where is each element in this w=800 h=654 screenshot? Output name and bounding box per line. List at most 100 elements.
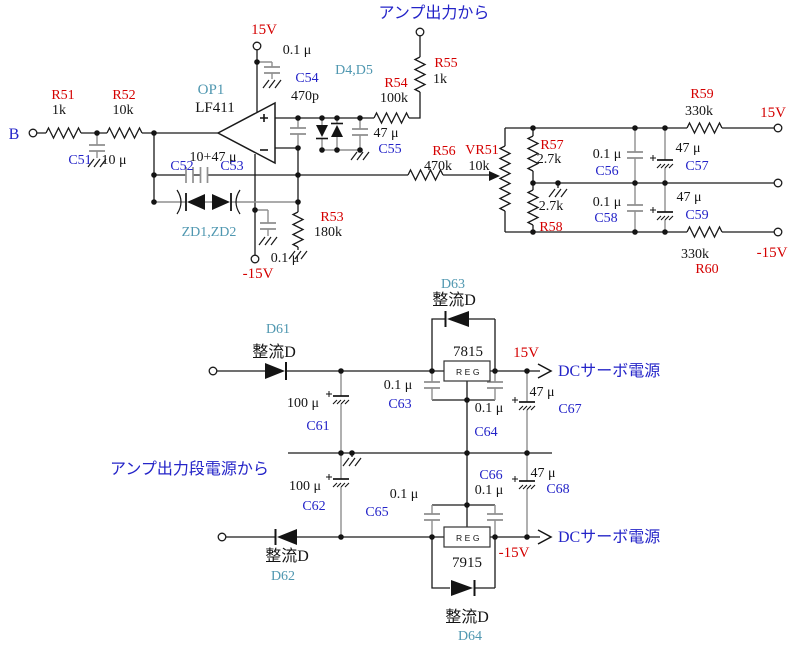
label-out-minus15v: -15V [757, 245, 788, 261]
label-r54: R54 [384, 76, 407, 91]
value-c56: 0.1 μ [593, 147, 622, 162]
resistor-r51 [45, 126, 82, 140]
value-r56: 470k [424, 159, 452, 174]
reg-7815-box-text: REG [456, 367, 482, 377]
label-d63: D63 [441, 277, 465, 292]
label-from-amp-stage: アンプ出力段電源から [110, 460, 269, 478]
label-c67: C67 [558, 402, 581, 417]
value-c55: 47 μ [373, 126, 398, 141]
diode-d63 [444, 311, 469, 327]
cap-c66 [486, 513, 504, 521]
value-r55: 1k [433, 72, 447, 87]
resistor-r55 [413, 56, 427, 93]
value-c66: 0.1 μ [475, 483, 504, 498]
terminal-out-minus15v [773, 227, 783, 237]
reg-7915-box-text: REG [456, 533, 482, 543]
label-c51: C51 [68, 153, 91, 168]
value-op1: LF411 [195, 100, 234, 116]
zener-zd1 [185, 193, 205, 211]
label-c57: C57 [685, 159, 708, 174]
value-bypass-neg: 0.1 μ [271, 251, 300, 266]
label-c66: C66 [479, 468, 502, 483]
value-r51: 1k [52, 103, 66, 118]
cap-c54 [289, 127, 307, 135]
ground-psu-rail [342, 457, 362, 467]
cap-bypass-pos [263, 66, 281, 74]
value-reg-7915: 7915 [452, 555, 482, 571]
label-d64: D64 [458, 629, 482, 644]
terminal-minus15v-supply [250, 254, 260, 264]
label-vr51: VR51 [465, 143, 498, 158]
cap-c59-electrolytic [649, 206, 674, 221]
diode-symbols [176, 122, 476, 596]
label-psu-15v: 15V [513, 345, 539, 361]
labels-lower: D61 整流D D63 整流D 7815 15V DCサーボ電源 100 μ C… [110, 277, 660, 644]
diode-d64 [451, 580, 476, 596]
value-feedback-caps: 10+47 μ [190, 150, 237, 165]
value-c54: 470p [291, 89, 319, 104]
resistor-symbols [45, 56, 723, 248]
label-d63-type: 整流D [432, 291, 476, 309]
label-r56: R56 [432, 144, 455, 159]
value-bypass-pos: 0.1 μ [283, 43, 312, 58]
cap-c51 [88, 144, 106, 152]
value-r52: 10k [113, 103, 134, 118]
label-c68: C68 [546, 482, 569, 497]
wires-black [37, 36, 774, 589]
opamp-symbol [216, 101, 276, 165]
cap-c57-electrolytic [649, 154, 674, 169]
value-c68: 47 μ [530, 466, 555, 481]
value-c63: 0.1 μ [384, 378, 413, 393]
arrow-out-pos [537, 363, 553, 379]
opamp-plus-pin-mark [260, 114, 268, 122]
terminal-out-15v [773, 123, 783, 133]
value-c58: 0.1 μ [593, 195, 622, 210]
resistor-r54 [373, 111, 410, 125]
terminal-psu-neg-in [217, 532, 227, 542]
arrow-out-neg [537, 529, 553, 545]
resistor-r59 [686, 121, 723, 135]
resistor-r58 [526, 189, 540, 226]
cap-c55 [351, 128, 369, 136]
value-c62: 100 μ [289, 479, 321, 494]
value-r59: 330k [685, 104, 713, 119]
label-r58: R58 [539, 220, 562, 235]
cap-c65 [423, 513, 441, 521]
diode-d62 [274, 529, 297, 545]
label-d61: D61 [266, 322, 290, 337]
label-c59: C59 [685, 208, 708, 223]
ground-bypass-pos [262, 79, 282, 89]
terminal-out-mid [773, 178, 783, 188]
label-c55: C55 [378, 142, 401, 157]
terminal-psu-pos-in [208, 366, 218, 376]
zener-bracket-right [235, 189, 241, 215]
ground-bypass-neg [258, 236, 278, 246]
label-r52: R52 [112, 88, 135, 103]
label-c63: C63 [388, 397, 411, 412]
value-r57: 2.7k [537, 152, 562, 167]
label-dc-servo-pos: DCサーボ電源 [558, 362, 660, 380]
label-c53: C53 [220, 159, 243, 174]
cap-c62-electrolytic [325, 473, 350, 488]
label-d64-type: 整流D [445, 608, 489, 626]
terminal-input-b [28, 128, 38, 138]
label-d61-type: 整流D [252, 343, 296, 361]
label-input-b: B [9, 126, 20, 143]
label-psu-minus15v: -15V [499, 545, 530, 561]
label-r60: R60 [695, 262, 718, 277]
value-vr51: 10k [469, 159, 490, 174]
ground-c55 [350, 151, 370, 161]
label-dc-servo-neg: DCサーボ電源 [558, 528, 660, 546]
label-op1: OP1 [198, 82, 225, 98]
label-r51: R51 [51, 88, 74, 103]
label-r53: R53 [320, 210, 343, 225]
regulator-7815-box: REG [443, 360, 491, 382]
cap-bypass-neg [259, 222, 277, 230]
label-out-15v: 15V [760, 105, 786, 121]
label-d62-type: 整流D [265, 547, 309, 565]
value-r58: 2.7k [539, 199, 564, 214]
value-c64: 0.1 μ [475, 401, 504, 416]
label-c56: C56 [595, 164, 618, 179]
resistor-r60 [686, 225, 723, 239]
